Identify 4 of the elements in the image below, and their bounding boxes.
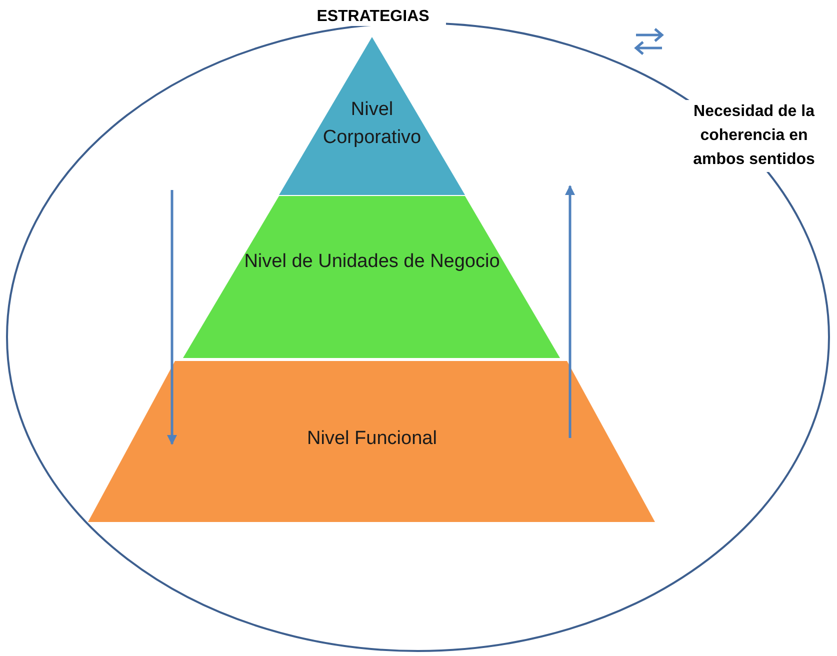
tier-label: Nivel Corporativo	[322, 98, 422, 150]
tier-label: Nivel de Unidades de Negocio	[243, 250, 501, 274]
outline-ellipse	[6, 22, 830, 652]
tier-label: Nivel Funcional	[306, 427, 438, 451]
